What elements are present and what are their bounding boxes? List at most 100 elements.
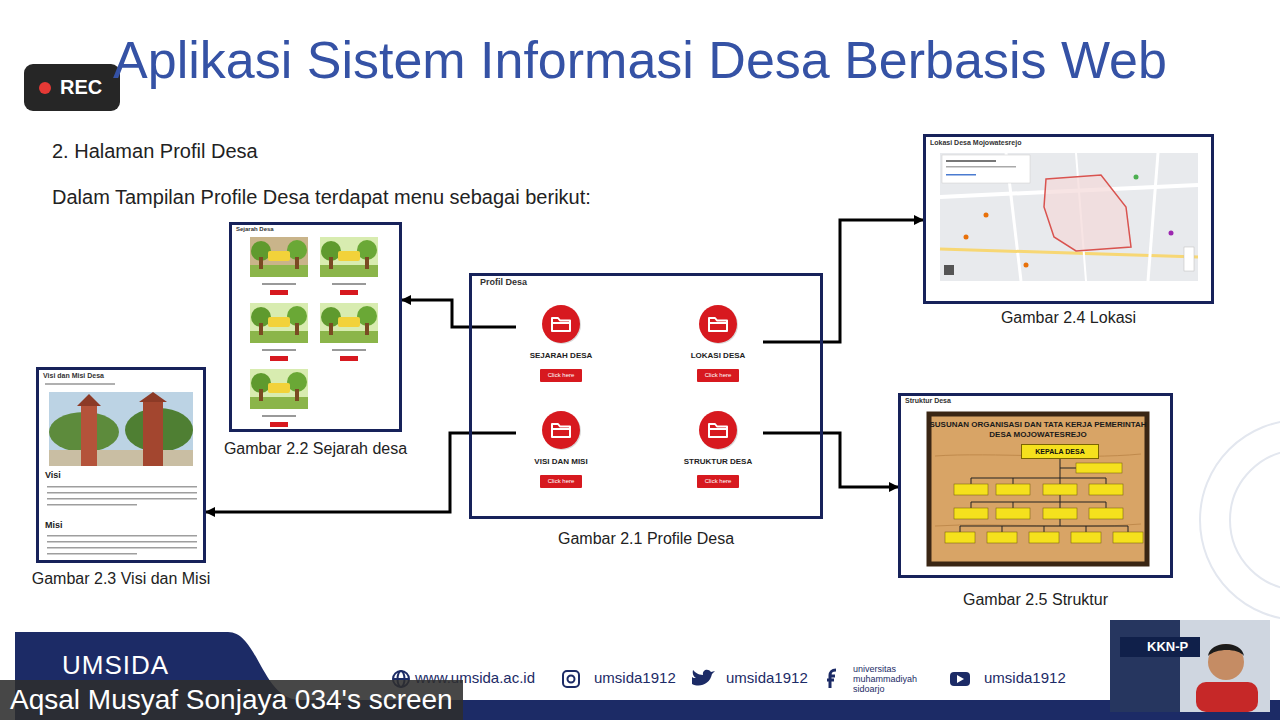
section-heading: Visi xyxy=(45,470,61,480)
screenshot-illustration xyxy=(1071,532,1101,543)
screenshot-illustration xyxy=(270,290,288,295)
screenshot-illustration xyxy=(996,484,1030,495)
screenshot-illustration xyxy=(47,535,197,537)
folder-icon xyxy=(552,318,570,331)
screenshot-illustration xyxy=(250,265,308,277)
figure-caption: Gambar 2.4 Lokasi xyxy=(1001,309,1136,327)
screenshot-illustration xyxy=(250,237,308,277)
screenshot-illustration xyxy=(1184,247,1194,271)
webcam-thumbnail xyxy=(1196,682,1258,712)
screenshot-illustration xyxy=(1134,175,1139,180)
screenshot-illustration xyxy=(954,508,988,519)
screenshot-illustration xyxy=(39,370,203,560)
folder-icon xyxy=(700,306,738,344)
screenshot-illustration xyxy=(944,265,954,275)
screenshot-illustration xyxy=(250,369,308,409)
screenshot-illustration xyxy=(262,349,296,351)
screenshot-illustration xyxy=(47,498,197,500)
screenshot-illustration xyxy=(320,303,378,343)
screenshot-illustration xyxy=(262,415,296,417)
screenshot-illustration xyxy=(1024,263,1029,268)
screenshot-illustration xyxy=(259,257,263,269)
screenshot-illustration xyxy=(340,356,358,361)
folder-icon xyxy=(542,305,580,343)
background-arcs xyxy=(1200,420,1280,620)
screenshot-illustration xyxy=(320,331,378,343)
screenshot-illustration xyxy=(338,251,360,261)
screenshot-title: Struktur Desa xyxy=(905,397,951,404)
social-icons xyxy=(827,670,836,688)
folder-icon xyxy=(699,411,737,449)
footer-link: umsida1912 xyxy=(984,669,1066,686)
org-label: KEPALA DESA xyxy=(1022,445,1098,458)
screenshot-illustration xyxy=(954,484,988,495)
org-box: KEPALA DESA xyxy=(1021,444,1099,459)
screenshot-box: Lokasi Desa MojowatesrejoGambar 2.4 Loka… xyxy=(923,134,1214,304)
screenshot-box: Struktur DesaSUSUNAN ORGANISASI DAN TATA… xyxy=(898,393,1173,578)
social-icons xyxy=(950,672,970,686)
figure-caption: Gambar 2.5 Struktur xyxy=(963,591,1108,609)
click-button: Click here xyxy=(697,369,740,382)
figure-caption: Gambar 2.1 Profile Desa xyxy=(558,530,734,548)
webcam-thumbnail xyxy=(1110,620,1180,712)
screenshot-illustration xyxy=(250,397,308,409)
screenshot-illustration xyxy=(250,331,308,343)
screenshot-illustration xyxy=(1113,532,1143,543)
folder-icon xyxy=(541,304,581,344)
menu-item: VISI DAN MISIClick here xyxy=(516,410,606,488)
screenshot-illustration xyxy=(329,323,333,335)
logo-text: UMSIDA xyxy=(62,650,169,681)
screenshot-illustration xyxy=(45,383,115,385)
screenshot-illustration xyxy=(47,553,137,555)
screenshot-illustration xyxy=(365,257,369,269)
screenshot-illustration xyxy=(268,251,290,261)
screenshot-illustration xyxy=(329,257,333,269)
footer-link: umsida1912 xyxy=(726,669,808,686)
screenshot-illustration xyxy=(926,137,1211,301)
screenshot-illustration xyxy=(295,257,299,269)
social-icons xyxy=(692,670,715,686)
screenshot-illustration xyxy=(940,249,1198,257)
intro-text: Dalam Tampilan Profile Desa terdapat men… xyxy=(52,186,591,209)
folder-icon xyxy=(698,304,738,344)
screenshot-title: Lokasi Desa Mojowatesrejo xyxy=(930,139,1021,146)
webcam-thumbnail xyxy=(1110,620,1270,712)
menu-item: SEJARAH DESAClick here xyxy=(516,304,606,382)
screenshot-illustration xyxy=(964,235,969,240)
screenshot-illustration xyxy=(987,532,1017,543)
screenshot-illustration xyxy=(47,486,197,488)
screenshot-illustration xyxy=(340,290,358,295)
rec-label: REC xyxy=(60,76,102,99)
screen-share-name: Aqsal Musyaf Sonjaya 034's screen xyxy=(0,680,463,720)
screenshot-box: Visi dan Misi DesaVisiMisiGambar 2.3 Vis… xyxy=(36,367,206,563)
panel-heading: Profil Desa xyxy=(480,277,527,287)
rec-badge xyxy=(24,64,120,111)
screenshot-illustration xyxy=(1169,231,1174,236)
folder-icon xyxy=(542,411,580,449)
menu-item: LOKASI DESAClick here xyxy=(673,304,763,382)
folder-icon xyxy=(698,410,738,450)
menu-item: STRUKTUR DESAClick here xyxy=(673,410,763,488)
screenshot-illustration xyxy=(332,349,366,351)
screenshot-title: Sejarah Desa xyxy=(236,226,274,232)
screenshot-illustration xyxy=(47,492,197,494)
screenshot-illustration xyxy=(1089,508,1123,519)
profile-panel: Profil DesaGambar 2.1 Profile DesaSEJARA… xyxy=(469,273,823,519)
folder-icon xyxy=(709,424,727,437)
screenshot-illustration xyxy=(320,237,378,277)
screenshot-illustration xyxy=(946,160,996,162)
screenshot-illustration xyxy=(940,153,1198,281)
screenshot-illustration xyxy=(365,323,369,335)
screenshot-illustration xyxy=(1043,508,1077,519)
figure-caption: Gambar 2.3 Visi dan Misi xyxy=(32,570,210,588)
screenshot-illustration xyxy=(945,532,975,543)
screenshot-illustration xyxy=(49,392,193,466)
click-button: Click here xyxy=(540,369,583,382)
screenshot-illustration xyxy=(268,383,290,393)
screenshot-illustration xyxy=(47,547,197,549)
button-label: Click here xyxy=(548,478,575,485)
button-label: Click here xyxy=(705,372,732,379)
connector-arrow xyxy=(402,300,516,327)
figure-caption: Gambar 2.2 Sejarah desa xyxy=(224,440,407,458)
menu-label: STRUKTUR DESA xyxy=(684,457,752,466)
